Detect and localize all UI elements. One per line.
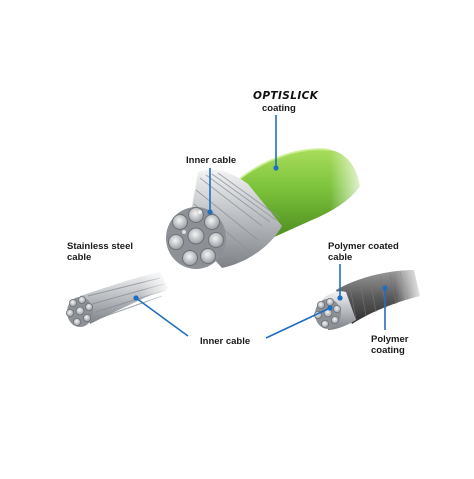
label-polymer-coated-cable: Polymer coated cable: [328, 241, 399, 263]
optislick-cable: [166, 140, 370, 269]
label-optislick-coating: coating: [262, 103, 296, 114]
label-inner-cable-bottom: Inner cable: [200, 336, 251, 347]
leader-inner-cable-bottom: [265, 307, 331, 339]
polymer-coated-cable: [313, 262, 425, 330]
label-stainless-steel-cable: Stainless steel cable: [67, 241, 133, 263]
label-polymer-coating-line1: Polymer: [371, 334, 409, 345]
label-polymer-cable-line2: cable: [328, 252, 353, 263]
leader-dot: [207, 209, 213, 215]
label-inner-cable-top: Inner cable: [186, 155, 237, 166]
optislick-end-face: [166, 207, 226, 269]
label-stainless-line2: cable: [67, 252, 92, 263]
stainless-steel-cable: [66, 262, 175, 327]
leader-dot: [337, 295, 343, 301]
label-polymer-coating: Polymer coating: [371, 334, 409, 356]
optislick-brand-logo: OPTISLICK: [253, 90, 319, 102]
label-polymer-cable-line1: Polymer coated: [328, 241, 399, 252]
stainless-end-face: [66, 295, 94, 327]
leader-stainless-cable: [135, 297, 189, 337]
polymer-cable-end-face: [313, 297, 341, 329]
leader-dot: [382, 285, 388, 291]
leader-dot: [327, 305, 333, 311]
label-stainless-line1: Stainless steel: [67, 241, 134, 252]
leader-dot: [133, 295, 139, 301]
leader-dot: [273, 165, 279, 171]
label-polymer-coating-line2: coating: [371, 345, 405, 356]
